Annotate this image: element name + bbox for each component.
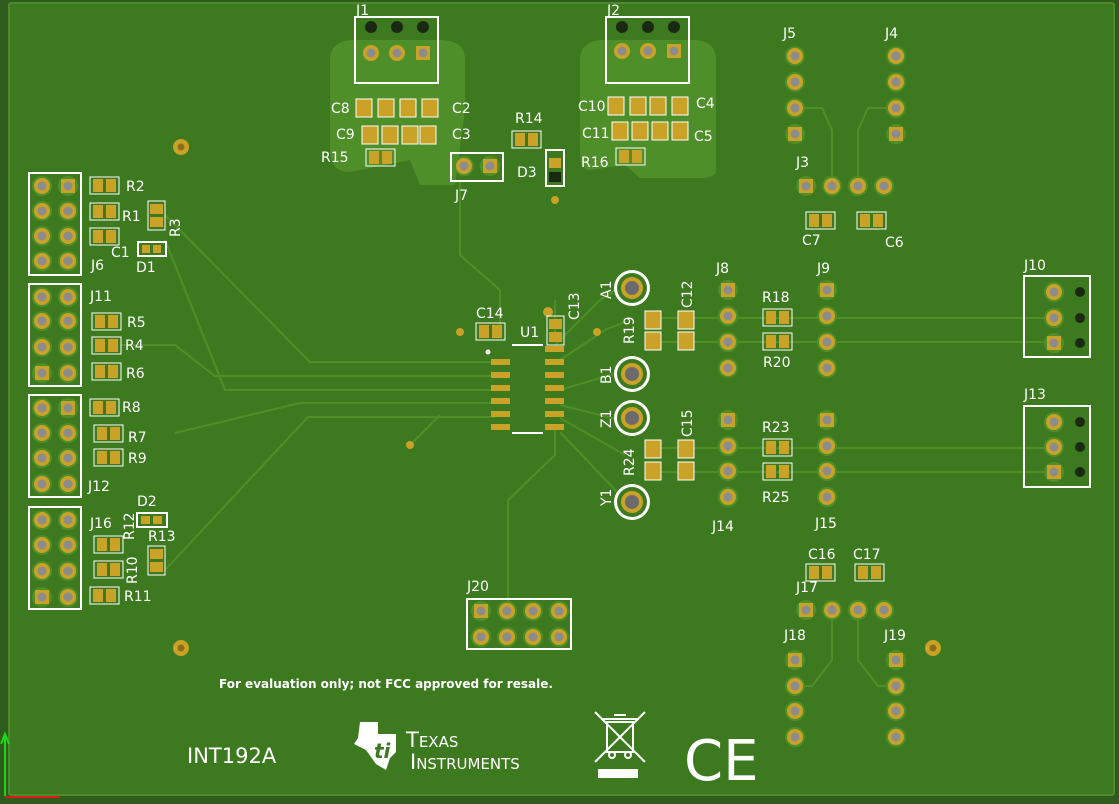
label-r23: R23 — [762, 420, 790, 436]
label-r14: R14 — [515, 111, 543, 127]
label-c9: C9 — [336, 127, 355, 143]
label-j20: J20 — [466, 579, 489, 595]
label-j14: J14 — [711, 519, 734, 535]
label-r8: R8 — [122, 400, 141, 416]
label-r13: R13 — [148, 529, 176, 545]
label-d2: D2 — [137, 494, 157, 510]
ic-u1 — [475, 315, 565, 434]
connector-j11[interactable] — [28, 283, 82, 387]
label-j18: J18 — [783, 628, 806, 644]
connector-j2[interactable] — [605, 16, 690, 84]
label-c1: C1 — [111, 245, 130, 261]
label-c11: C11 — [582, 126, 610, 142]
testpoint-z1[interactable] — [614, 400, 650, 436]
label-c17: C17 — [853, 547, 881, 563]
label-r12: R12 — [122, 512, 138, 540]
testpoint-b1[interactable] — [614, 356, 650, 392]
weee-bin-icon — [594, 711, 646, 778]
label-j17: J17 — [795, 580, 818, 596]
label-r10: R10 — [125, 556, 141, 584]
diode-d3 — [545, 149, 565, 187]
label-c13: C13 — [567, 292, 583, 320]
label-j13: J13 — [1023, 387, 1046, 403]
label-y1: Y1 — [599, 489, 615, 507]
label-z1: Z1 — [599, 410, 615, 429]
label-c12: C12 — [680, 280, 696, 308]
label-r3: R3 — [168, 218, 184, 237]
label-d3: D3 — [517, 165, 537, 181]
label-c3: C3 — [452, 127, 471, 143]
ce-mark: CE — [684, 729, 758, 794]
left-passives — [89, 176, 168, 605]
svg-text:Instruments: Instruments — [410, 750, 520, 774]
label-r5: R5 — [127, 315, 146, 331]
label-j11: J11 — [89, 289, 112, 305]
label-r19: R19 — [622, 316, 638, 344]
label-j4: J4 — [884, 26, 898, 42]
copper-pours — [330, 40, 716, 185]
label-j8: J8 — [715, 261, 729, 277]
label-j5: J5 — [782, 26, 796, 42]
label-b1: B1 — [599, 365, 615, 384]
testpoint-a1[interactable] — [614, 270, 650, 306]
label-r20: R20 — [763, 355, 791, 371]
label-c6: C6 — [885, 235, 904, 251]
connector-j16[interactable] — [28, 506, 82, 610]
label-c15: C15 — [680, 409, 696, 437]
label-d1: D1 — [136, 260, 156, 276]
label-c7: C7 — [802, 233, 821, 249]
silkscreen-labels: J1 J2 C8 C2 C9 C3 R15 R14 J7 D3 C10 C4 C… — [87, 3, 1046, 644]
label-j1: J1 — [355, 3, 369, 19]
label-j7: J7 — [454, 188, 468, 204]
label-j2: J2 — [606, 3, 620, 19]
label-c2: C2 — [452, 101, 471, 117]
connector-j6[interactable] — [28, 172, 82, 276]
connector-j10[interactable] — [1023, 275, 1091, 358]
connector-j12[interactable] — [28, 394, 82, 498]
label-r25: R25 — [762, 490, 790, 506]
label-r2: R2 — [126, 179, 145, 195]
connector-j1[interactable] — [354, 16, 439, 84]
connector-j7[interactable] — [450, 152, 504, 182]
mounting-holes — [173, 139, 941, 656]
label-r1: R1 — [122, 209, 141, 225]
label-j12: J12 — [87, 479, 110, 495]
label-j19: J19 — [883, 628, 906, 644]
label-r24: R24 — [622, 448, 638, 476]
label-j9: J9 — [816, 261, 830, 277]
axis-gizmo-icon — [0, 731, 60, 798]
ti-logo: ti Texas Instruments — [354, 722, 520, 774]
label-c4: C4 — [696, 96, 715, 112]
label-r6: R6 — [126, 366, 145, 382]
label-c8: C8 — [331, 101, 350, 117]
label-r4: R4 — [125, 338, 144, 354]
svg-text:ti: ti — [374, 739, 392, 763]
label-c10: C10 — [578, 99, 606, 115]
connector-j20[interactable] — [466, 598, 572, 650]
label-r7: R7 — [128, 430, 147, 446]
label-j3: J3 — [795, 155, 809, 171]
board-name: INT192A — [187, 744, 277, 768]
label-r18: R18 — [762, 290, 790, 306]
label-j10: J10 — [1023, 258, 1046, 274]
disclaimer-text: For evaluation only; not FCC approved fo… — [219, 677, 553, 691]
label-c16: C16 — [808, 547, 836, 563]
label-j15: J15 — [814, 516, 837, 532]
label-j6: J6 — [90, 258, 104, 274]
svg-text:Texas: Texas — [405, 728, 458, 752]
label-r16: R16 — [581, 155, 609, 171]
label-c5: C5 — [694, 129, 713, 145]
connector-j13[interactable] — [1023, 405, 1091, 488]
label-r9: R9 — [128, 451, 147, 467]
label-r15: R15 — [321, 150, 349, 166]
label-u1: U1 — [520, 325, 539, 341]
label-r11: R11 — [124, 589, 152, 605]
label-c14: C14 — [476, 306, 504, 322]
label-a1: A1 — [599, 281, 615, 299]
label-j16: J16 — [89, 516, 112, 532]
testpoint-y1[interactable] — [614, 484, 650, 520]
